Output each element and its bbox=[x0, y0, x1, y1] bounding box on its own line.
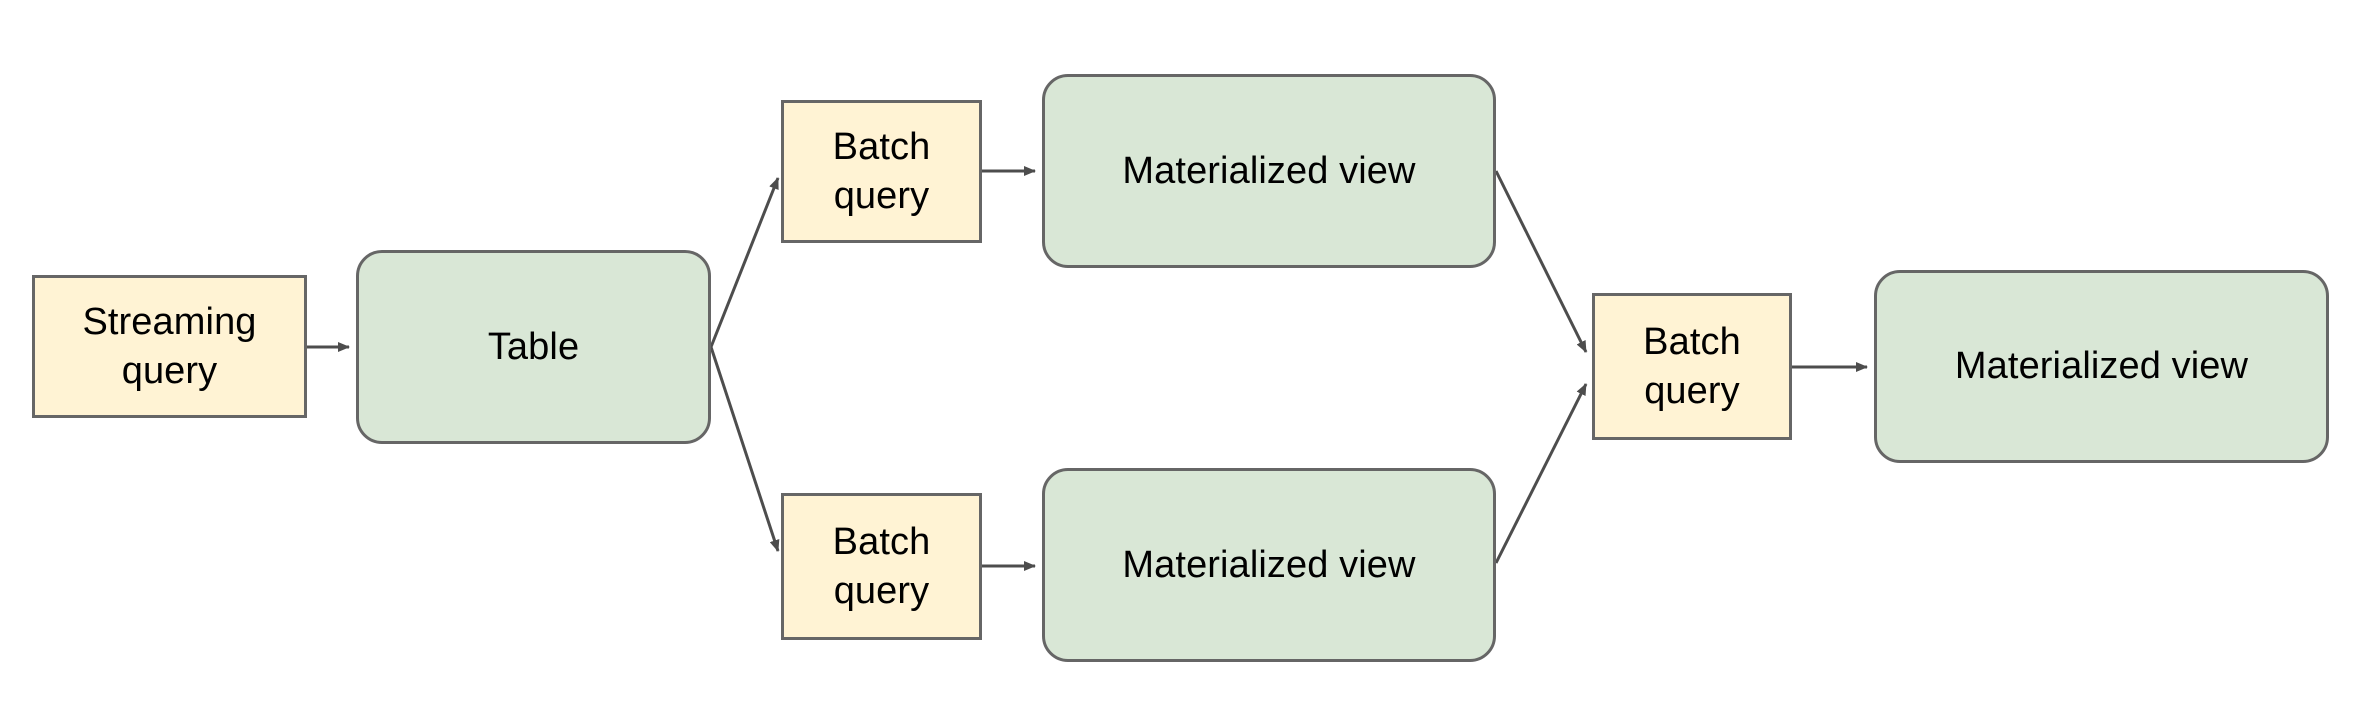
node-label-materialized-view-right: Materialized view bbox=[1954, 345, 2249, 388]
node-label-batch-query-top: Batch query bbox=[832, 125, 931, 217]
node-batch-query-bottom[interactable]: Batch query bbox=[781, 493, 982, 640]
node-label-streaming-query: Streaming query bbox=[82, 300, 257, 392]
edge-mv-top-to-batch-center bbox=[1494, 170, 1588, 353]
edge-mv-bottom-to-batch-center bbox=[1494, 383, 1588, 564]
node-materialized-view-top[interactable]: Materialized view bbox=[1042, 74, 1496, 268]
node-materialized-view-right[interactable]: Materialized view bbox=[1874, 270, 2329, 463]
node-label-materialized-view-bottom: Materialized view bbox=[1122, 543, 1416, 586]
node-label-batch-query-bottom: Batch query bbox=[832, 520, 931, 612]
node-batch-query-top[interactable]: Batch query bbox=[781, 100, 982, 243]
node-batch-query-center[interactable]: Batch query bbox=[1592, 293, 1792, 440]
node-label-table: Table bbox=[487, 325, 580, 368]
node-table[interactable]: Table bbox=[356, 250, 711, 444]
node-label-materialized-view-top: Materialized view bbox=[1122, 149, 1416, 192]
node-streaming-query[interactable]: Streaming query bbox=[32, 275, 307, 418]
node-materialized-view-bottom[interactable]: Materialized view bbox=[1042, 468, 1496, 662]
edge-table-to-batch-top bbox=[709, 177, 780, 348]
edge-table-to-batch-bottom bbox=[709, 346, 780, 552]
node-label-batch-query-center: Batch query bbox=[1643, 320, 1741, 412]
